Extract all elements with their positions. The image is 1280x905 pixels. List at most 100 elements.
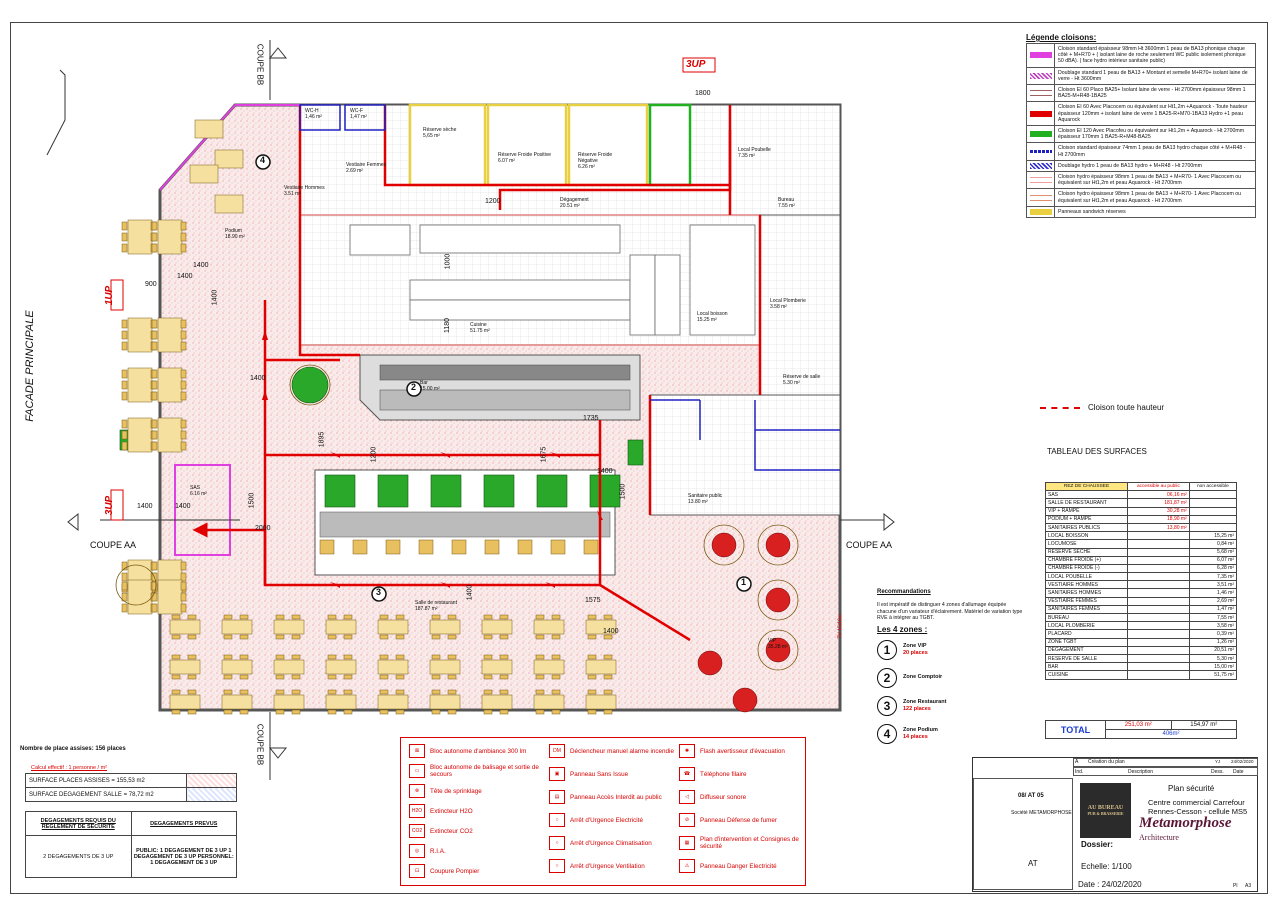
- cut-label-bb-bottom: COUPE BB: [255, 723, 265, 766]
- partition-legend-row: Cloison EI 120 Avec Placofeu ou équivale…: [1026, 125, 1256, 144]
- sanitary-partitions: [299, 104, 840, 471]
- surfaces-cell-name: LOCUMOSE: [1044, 539, 1129, 549]
- surfaces-cell-public: [1127, 555, 1190, 565]
- surfaces-cell-name: LOCAL BOISSON: [1044, 531, 1129, 541]
- partition-legend-row: Cloison hydro épaisseur 98mm 1 peau de B…: [1026, 188, 1256, 207]
- partition-legend-text: Doublage hydro 1 peau de BA13 hydro + M+…: [1058, 162, 1202, 169]
- zone-name: Zone Restaurant: [903, 698, 947, 705]
- siren-icon: ◁: [679, 790, 695, 804]
- dimension-label: 1180: [444, 317, 452, 334]
- room-area: 3.51 m²: [284, 191, 301, 197]
- total-label: TOTAL: [1045, 720, 1106, 739]
- total-nonpublic: 154,97 m²: [1170, 720, 1237, 730]
- surfaces-row: CHAMBRE FROIDE (-)6,28 m²: [1044, 563, 1238, 574]
- room-name: Salle de restaurant: [415, 600, 457, 606]
- dimension-label: 900: [145, 281, 157, 288]
- partition-swatch-line: [1029, 72, 1052, 79]
- zone-text: Zone Comptoir: [903, 674, 942, 681]
- surfaces-cell-name: RESERVE DE SALLE: [1044, 653, 1129, 664]
- safety-legend-text: Extincteur CO2: [430, 827, 473, 835]
- safety-legend: ⊠Bloc autonome d'ambiance 300 lm▭Bloc au…: [400, 737, 806, 886]
- safety-legend-text: Panneau Défense de fumer: [700, 816, 778, 824]
- cut-label-bb-top: COUPE BB: [255, 43, 265, 86]
- zone-name: Zone Comptoir: [903, 674, 943, 680]
- surfaces-cell-public: [1127, 588, 1190, 598]
- seat-count: Nombre de place assises: 156 places: [20, 746, 126, 752]
- partition-legend-title: Légende cloisons:: [1026, 33, 1097, 42]
- surfaces-header-public: accessible au public: [1127, 481, 1190, 492]
- plan-zone-number: 1: [741, 577, 747, 587]
- safety-legend-item: ⊘Panneau Défense de fumer: [679, 813, 804, 827]
- room-area: 20.51 m²: [560, 203, 580, 209]
- central-island: [119, 366, 644, 576]
- ria-icon: ◎: [409, 844, 425, 858]
- emergency-light-icon: ⊠: [409, 744, 425, 758]
- extinguisher-water-icon: H2O: [409, 804, 425, 818]
- partition-swatch: [1027, 189, 1055, 206]
- dossier: Dossier:: [1081, 840, 1114, 849]
- surfaces-cell-name: DEGAGEMENT: [1044, 645, 1129, 655]
- surfaces-total-table: TOTAL 251,03 m² 154,97 m² 406m²: [1045, 720, 1237, 739]
- surfaces-cell-nonpublic: 6,28 m²: [1188, 563, 1238, 574]
- egress-required: 2 DEGAGEMENTS DE 3 UP: [25, 835, 132, 878]
- col-desc: Description: [1128, 769, 1154, 775]
- full-height-legend: Cloison toute hauteur: [1040, 403, 1164, 412]
- surfaces-cell-nonpublic: 15,25 m²: [1188, 531, 1238, 541]
- partition-swatch-line: [1029, 150, 1052, 154]
- surface-seated-swatch: [186, 773, 237, 788]
- surfaces-cell-nonpublic: 1,46 m²: [1188, 588, 1238, 598]
- full-height-label: Cloison toute hauteur: [1088, 403, 1165, 412]
- partition-legend-text: Panneaux sandwich réserves: [1058, 208, 1126, 215]
- surfaces-table: REZ DE CHAUSSEE accessible au public non…: [1044, 481, 1238, 680]
- safety-legend-text: R.I.A.: [430, 847, 446, 855]
- partition-swatch: [1027, 172, 1055, 189]
- scale: Echelle: 1/100: [1081, 862, 1132, 871]
- room-name: TV 15/16m: [837, 614, 844, 639]
- rev-a-by: YJ: [1215, 759, 1221, 764]
- partition-swatch-line: [1029, 162, 1052, 169]
- dimension-label: 1500: [619, 483, 627, 500]
- format: A3: [1245, 883, 1252, 889]
- safety-legend-item: ⊡Coupure Pompier: [409, 864, 544, 878]
- surfaces-cell-public: [1127, 645, 1190, 655]
- title-block: A Création du plan YJ 24/02/2020 Ind. De…: [972, 757, 1258, 892]
- surfaces-cell-public: [1127, 612, 1190, 623]
- total-public: 251,03 m²: [1105, 720, 1172, 730]
- partition-legend-text: Cloison EI 60 Avec Placocem ou équivalen…: [1058, 104, 1248, 123]
- surfaces-cell-name: SAS: [1044, 490, 1129, 500]
- safety-legend-item: ✺Flash avertisseur d'évacuation: [679, 744, 804, 758]
- surfaces-cell-nonpublic: 0,39 m²: [1188, 629, 1238, 639]
- partition-legend-row: Panneaux sandwich réserves: [1026, 205, 1256, 219]
- partition-legend-row: Cloison EI 60 Placo BA25+ Isolant laine …: [1026, 84, 1256, 103]
- evacuation-arrows: [262, 330, 603, 588]
- room-area: 35.28 m²: [768, 644, 788, 650]
- room-area: 15.00 m²: [420, 386, 440, 392]
- safety-legend-item: ▤Panneau Accès Interdit au public: [549, 790, 674, 804]
- surface-degagement-swatch: [186, 787, 237, 802]
- dimension-label: 1400: [603, 628, 619, 635]
- safety-legend-item: ○Arrêt d'Urgence Electricité: [549, 813, 674, 827]
- safety-legend-text: Diffuseur sonore: [700, 793, 747, 801]
- surfaces-cell-nonpublic: 3,51 m²: [1188, 580, 1238, 590]
- dimension-label: 1575: [585, 597, 601, 604]
- zone-places: 14 places: [903, 733, 928, 740]
- surfaces-cell-nonpublic: 0,84 m²: [1188, 539, 1238, 549]
- room-name: Vestiaire Femmes: [346, 162, 387, 168]
- dimension-label: 1400: [177, 273, 193, 280]
- surfaces-cell-nonpublic: [1188, 522, 1238, 533]
- project-line1: Centre commercial Carrefour: [1148, 798, 1245, 807]
- partition-swatch-line: [1029, 177, 1052, 184]
